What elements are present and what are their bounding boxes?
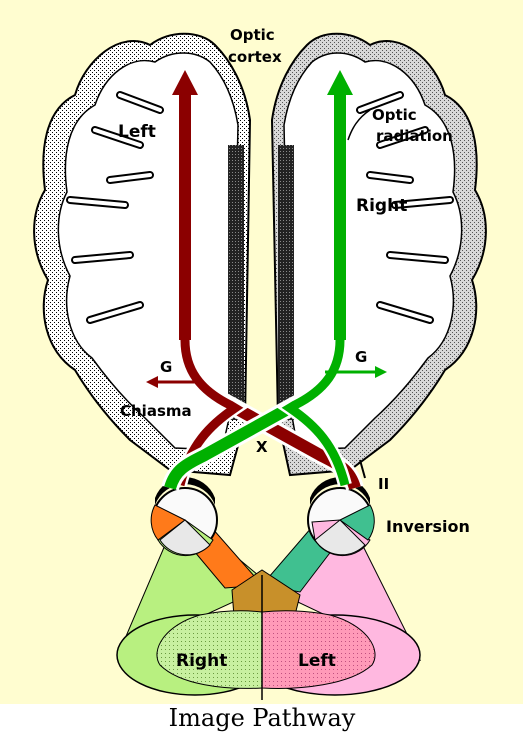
midline-right-strip: [278, 145, 294, 420]
label-optic-radiation-2: radiation: [376, 127, 453, 145]
label-ii: II: [378, 475, 389, 493]
label-g-left: G: [160, 358, 172, 376]
label-left: Left: [118, 122, 156, 142]
caption-image-pathway: Image Pathway: [169, 704, 356, 732]
label-optic-cortex-2: cortex: [228, 48, 282, 66]
ii-pointer: [360, 460, 365, 478]
label-optic-radiation-1: Optic: [372, 106, 417, 124]
label-x: X: [256, 438, 268, 456]
label-optic-cortex-1: Optic: [230, 26, 275, 44]
label-g-right: G: [355, 348, 367, 366]
left-eye: [151, 477, 217, 556]
label-right: Right: [356, 196, 407, 216]
label-field-left: Left: [298, 651, 336, 671]
label-field-right: Right: [176, 651, 227, 671]
midline-left-strip: [228, 145, 244, 420]
right-eye: [308, 477, 374, 556]
label-chiasma: Chiasma: [120, 402, 192, 420]
label-inversion: Inversion: [386, 517, 470, 536]
